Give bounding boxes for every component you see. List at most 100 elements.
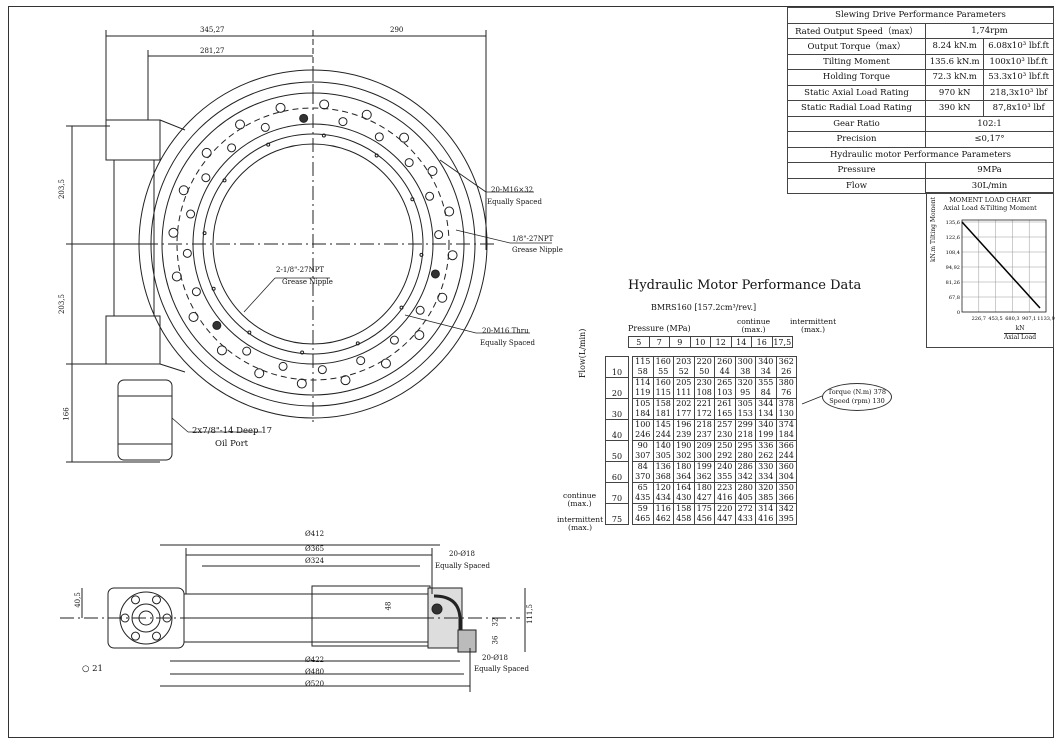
speed-value: 184 — [635, 409, 651, 418]
speed-value: 177 — [676, 409, 692, 418]
torque-value: 299 — [737, 420, 753, 429]
torque-value: 374 — [778, 420, 794, 429]
speed-value: 280 — [737, 451, 753, 460]
speed-value: 44 — [719, 367, 730, 376]
bolt-hole — [434, 230, 444, 240]
side-bolt-hole — [152, 595, 161, 605]
torque-value: 65 — [637, 483, 648, 492]
bolt-hole — [319, 99, 330, 110]
torque-value: 366 — [778, 441, 794, 450]
row-continue-max: (max.) — [567, 499, 592, 508]
bolt-hole — [260, 122, 270, 132]
speed-value: 307 — [635, 451, 651, 460]
bolt-hole — [399, 132, 410, 143]
speed-value: 38 — [740, 367, 751, 376]
pressure-header-cell: 17,5 — [771, 336, 793, 348]
torque-value: 116 — [655, 504, 671, 513]
pressure-header-cell: 9 — [669, 336, 691, 348]
speed-value: 456 — [696, 514, 712, 523]
torque-value: 164 — [676, 483, 692, 492]
torque-value: 59 — [637, 504, 648, 513]
speed-value: 304 — [778, 472, 794, 481]
moment-ytick: 135,6 — [946, 220, 960, 226]
section-holes-top: 20-Ø18 — [449, 550, 475, 558]
bolt-hole — [222, 178, 227, 183]
speed-value: 34 — [760, 367, 771, 376]
bolt-hole — [278, 361, 288, 371]
speed-value: 239 — [676, 430, 692, 439]
moment-chart-box — [926, 192, 1054, 348]
dim-d480: Ø480 — [305, 668, 325, 676]
callout-oil: 2x7/8"-14 Deep 17 — [192, 426, 273, 436]
speed-value: 218 — [737, 430, 753, 439]
pressure-header-cell: 14 — [730, 336, 752, 348]
drawing-frame — [8, 6, 1054, 738]
moment-chart-subheading: Axial Load &Tilting Moment — [943, 204, 1037, 212]
intermittent-label: intermittent(max.) — [790, 318, 836, 334]
bolt-hole — [321, 133, 326, 138]
speed-value: 130 — [778, 409, 794, 418]
dim-290: 290 — [390, 26, 404, 34]
speed-value: 427 — [696, 493, 712, 502]
torque-value: 218 — [696, 420, 712, 429]
speed-value: 300 — [696, 451, 712, 460]
moment-ytick: 81,26 — [946, 280, 960, 286]
speed-value: 334 — [758, 472, 774, 481]
bolt-hole — [254, 368, 265, 379]
speed-value: 244 — [778, 451, 794, 460]
moment-xtext: Axial Load — [1004, 333, 1037, 341]
callout-npt: 1/8"-27NPT — [512, 235, 554, 243]
bolt-hole — [191, 287, 201, 297]
bolt-hole — [296, 378, 307, 389]
torque-value: 380 — [778, 378, 794, 387]
torque-value: 100 — [635, 420, 651, 429]
side-d21-value: 21 — [92, 664, 103, 674]
flow-cell: 70 — [605, 482, 629, 504]
spec-table: Slewing Drive Performance Parameters Rat… — [787, 7, 1054, 194]
bolt-hole — [299, 113, 309, 123]
speed-value: 362 — [696, 472, 712, 481]
bolt-hole — [399, 305, 404, 310]
torque-value: 286 — [737, 462, 753, 471]
torque-value: 90 — [637, 441, 648, 450]
speed-value: 370 — [635, 472, 651, 481]
speed-value: 366 — [778, 493, 794, 502]
torque-value: 280 — [737, 483, 753, 492]
speed-value: 395 — [778, 514, 794, 523]
bolt-hole — [361, 109, 372, 120]
torque-value: 175 — [696, 504, 712, 513]
torque-value: 265 — [717, 378, 733, 387]
bolt-hole — [338, 117, 348, 127]
speed-value: 95 — [740, 388, 751, 397]
moment-ytick: 94,92 — [946, 265, 960, 271]
torque-value: 105 — [635, 399, 651, 408]
speed-value: 103 — [717, 388, 733, 397]
bolt-hole — [168, 227, 179, 238]
callout-torque: Torque (N.m) 378 — [827, 388, 887, 396]
bolt-hole — [425, 191, 435, 201]
speed-value: 50 — [699, 367, 710, 376]
worm-housing-bottom — [105, 315, 161, 365]
torque-value: 342 — [778, 504, 794, 513]
motor-data-title: Hydraulic Motor Performance Data — [628, 278, 862, 293]
pressure-header-cell: 12 — [710, 336, 732, 348]
bolt-hole — [188, 311, 199, 322]
section-holes-bot-2: Equally Spaced — [474, 665, 529, 673]
torque-value: 115 — [635, 357, 651, 366]
torque-value: 250 — [717, 441, 733, 450]
speed-value: 462 — [655, 514, 671, 523]
moment-ytick: 67,8 — [949, 295, 960, 301]
speed-value: 172 — [696, 409, 712, 418]
torque-value: 320 — [737, 378, 753, 387]
side-bolt-hole — [152, 631, 161, 641]
bolt-hole — [227, 143, 237, 153]
speed-value: 184 — [778, 430, 794, 439]
bolt-hole — [300, 350, 305, 355]
speed-value: 355 — [717, 472, 733, 481]
torque-value: 272 — [737, 504, 753, 513]
speed-value: 134 — [758, 409, 774, 418]
